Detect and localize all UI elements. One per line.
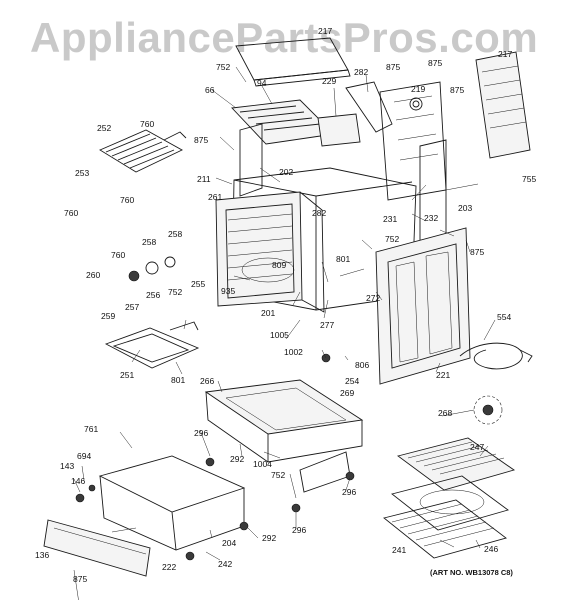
broiler-pan xyxy=(391,437,516,531)
part-callout: 260 xyxy=(86,270,100,280)
part-callout: 761 xyxy=(84,424,98,434)
part-callout: 875 xyxy=(450,85,464,95)
leader-lines xyxy=(73,66,496,600)
part-callout: 1004 xyxy=(253,459,272,469)
part-callout: 296 xyxy=(194,428,208,438)
part-callout: 255 xyxy=(191,279,205,289)
part-callout: 801 xyxy=(336,254,350,264)
part-callout: 66 xyxy=(205,85,215,95)
part-callout: 752 xyxy=(216,62,230,72)
part-callout: 202 xyxy=(279,167,293,177)
part-callout: 217 xyxy=(318,26,332,36)
door xyxy=(375,227,471,385)
part-callout: 694 xyxy=(77,451,91,461)
part-callout: 256 xyxy=(146,290,160,300)
power-cord xyxy=(459,342,533,370)
fastener-group xyxy=(75,256,494,561)
part-callout: 292 xyxy=(230,454,244,464)
part-callout: 268 xyxy=(438,408,452,418)
part-callout: 94 xyxy=(257,78,267,88)
part-callout: 217 xyxy=(498,49,512,59)
part-callout: 282 xyxy=(354,67,368,77)
part-callout: 254 xyxy=(345,376,359,386)
oven-cavity xyxy=(215,167,417,313)
watermark: AppliancePartsPros.com xyxy=(30,14,538,61)
part-callout: 201 xyxy=(261,308,275,318)
part-callout: 935 xyxy=(221,286,235,296)
part-callout: 232 xyxy=(424,213,438,223)
part-callout: 146 xyxy=(71,476,85,486)
part-callout: 219 xyxy=(411,84,425,94)
callout-labels: 217 752 94 66 229 282 875 875 219 875 217 252 760 875… xyxy=(35,26,536,584)
part-callout: 258 xyxy=(168,229,182,239)
part-callout: 222 xyxy=(162,562,176,572)
rear-panel xyxy=(475,51,531,159)
part-callout: 875 xyxy=(428,58,442,68)
part-callout: 257 xyxy=(125,302,139,312)
part-callout: 554 xyxy=(497,312,511,322)
part-callout: 231 xyxy=(383,214,397,224)
part-callout: 760 xyxy=(64,208,78,218)
part-callout: 875 xyxy=(194,135,208,145)
part-callout: 136 xyxy=(35,550,49,560)
part-callout: 252 xyxy=(97,123,111,133)
bake-element xyxy=(104,321,200,369)
part-callout: 755 xyxy=(522,174,536,184)
part-callout: 752 xyxy=(271,470,285,480)
part-callout: 809 xyxy=(272,260,286,270)
part-callout: 282 xyxy=(312,208,326,218)
part-callout: 241 xyxy=(392,545,406,555)
part-callout: 1002 xyxy=(284,347,303,357)
oven-rack xyxy=(383,499,507,559)
part-callout: 801 xyxy=(171,375,185,385)
part-callout: 246 xyxy=(484,544,498,554)
part-callout: 221 xyxy=(436,370,450,380)
part-callout: 292 xyxy=(262,533,276,543)
part-callout: 211 xyxy=(197,174,211,184)
part-callout: 806 xyxy=(355,360,369,370)
part-callout: 258 xyxy=(142,237,156,247)
part-callout: 296 xyxy=(342,487,356,497)
part-callout: 143 xyxy=(60,461,74,471)
part-callout: 875 xyxy=(73,574,87,584)
part-callout: 261 xyxy=(208,192,222,202)
part-callout: 266 xyxy=(200,376,214,386)
part-callout: 272 xyxy=(366,293,380,303)
part-callout: 204 xyxy=(222,538,236,548)
top-assembly xyxy=(231,37,447,201)
part-callout: 760 xyxy=(140,119,154,129)
part-callout: 296 xyxy=(292,525,306,535)
part-callout: 752 xyxy=(385,234,399,244)
part-callout: 277 xyxy=(320,320,334,330)
part-callout: 760 xyxy=(111,250,125,260)
part-callout: 1005 xyxy=(270,330,289,340)
part-callout: 875 xyxy=(386,62,400,72)
art-number: (ART NO. WB13078 C8) xyxy=(430,568,513,577)
part-callout: 760 xyxy=(120,195,134,205)
part-callout: 242 xyxy=(218,559,232,569)
storage-drawer xyxy=(43,455,246,577)
broil-element xyxy=(99,129,187,173)
part-callout: 203 xyxy=(458,203,472,213)
part-callout: 253 xyxy=(75,168,89,178)
part-callout: 251 xyxy=(120,370,134,380)
part-callout: 247 xyxy=(470,442,484,452)
part-callout: 259 xyxy=(101,311,115,321)
part-callout: 752 xyxy=(168,287,182,297)
part-callout: 269 xyxy=(340,388,354,398)
detail-circle xyxy=(473,395,503,425)
part-callout: 875 xyxy=(470,247,484,257)
part-callout: 229 xyxy=(322,76,336,86)
